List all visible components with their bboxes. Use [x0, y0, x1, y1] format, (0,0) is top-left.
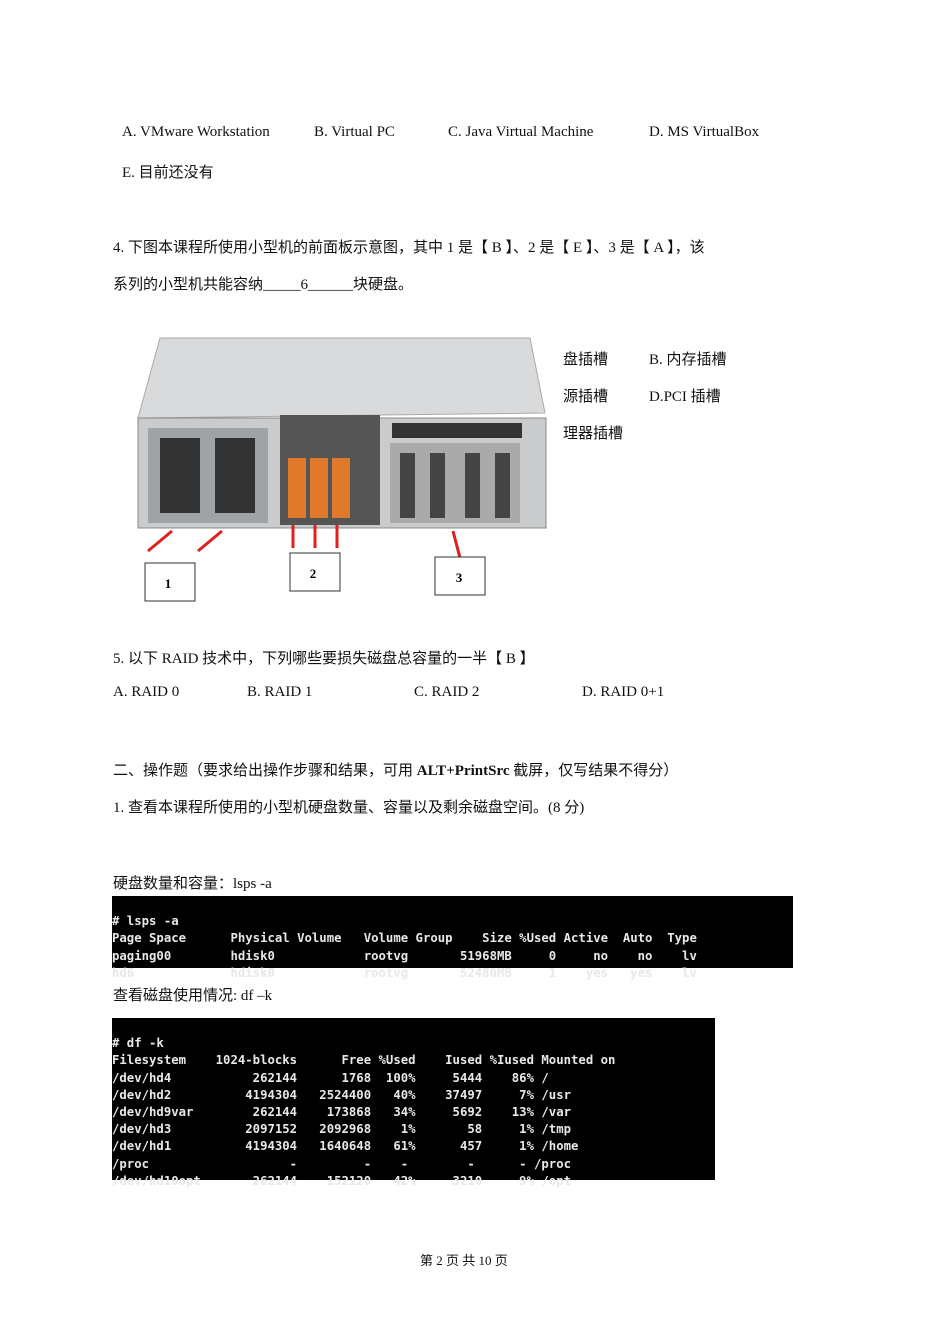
- q5-option-c: C. RAID 2: [414, 684, 480, 700]
- question-4: 4. 下图本课程所使用小型机的前面板示意图，其中 1 是【 B 】、2 是【 E…: [113, 240, 705, 256]
- q5-option-a: A. RAID 0: [113, 684, 180, 700]
- callout-label-3: 3: [456, 570, 463, 585]
- q4-option-a: 盘插槽: [563, 352, 609, 368]
- terminal-line: Filesystem 1024-blocks Free %Used Iused …: [112, 1053, 616, 1068]
- section-2-title-bold: ALT+PrintSrc: [416, 763, 510, 779]
- callout-box-1: [144, 562, 196, 602]
- terminal-line: /dev/hd10opt 262144 152120 42% 3210 9% /…: [112, 1173, 572, 1188]
- option-a: A. VMware Workstation: [122, 124, 270, 140]
- terminal-line: Page Space Physical Volume Volume Group …: [112, 931, 697, 946]
- terminal-line: /dev/hd3 2097152 2092968 1% 58 1% /tmp: [112, 1122, 572, 1137]
- terminal-line: /dev/hd9var 262144 173868 34% 5692 13% /…: [112, 1105, 572, 1120]
- terminal-line: # lsps -a: [112, 914, 179, 929]
- lsps-caption: 硬盘数量和容量：lsps -a: [113, 876, 272, 892]
- terminal-line: hd6 hdisk0 rootvg 52480MB 1 yes yes lv: [112, 965, 697, 980]
- option-c: C. Java Virtual Machine: [448, 124, 594, 140]
- section-2-title-post: 截屏，仅写结果不得分）: [509, 763, 679, 779]
- question-5: 5. 以下 RAID 技术中，下列哪些要损失磁盘总容量的一半【 B 】: [113, 651, 535, 667]
- terminal-line: /proc - - - - - /proc: [112, 1156, 572, 1171]
- callout-box-2: [289, 552, 341, 592]
- q4-option-e: 理器插槽: [563, 426, 624, 442]
- df-terminal: # df -k Filesystem 1024-blocks Free %Used…: [112, 1018, 715, 1188]
- terminal-line: /dev/hd2 4194304 2524400 40% 37497 7% /u…: [112, 1087, 572, 1102]
- option-e: E. 目前还没有: [122, 165, 214, 181]
- lsps-terminal: # lsps -a Page Space Physical Volume Volu…: [112, 896, 793, 980]
- option-d: D. MS VirtualBox: [649, 124, 760, 140]
- callout-label-2: 2: [310, 566, 317, 581]
- section-2-question-1: 1. 查看本课程所使用的小型机硬盘数量、容量以及剩余磁盘空间。(8 分): [113, 800, 585, 816]
- q5-option-d: D. RAID 0+1: [582, 684, 665, 700]
- terminal-line: /dev/hd1 4194304 1640648 61% 457 1% /hom…: [112, 1139, 579, 1154]
- terminal-line: paging00 hdisk0 rootvg 51968MB 0 no no l…: [112, 948, 697, 963]
- question-4-line2: 系列的小型机共能容纳_____6______块硬盘。: [113, 277, 414, 293]
- page-footer: 第 2 页 共 10 页: [420, 1253, 508, 1268]
- server-front-panel-image: 1 2 3: [137, 337, 547, 602]
- q4-option-d: D.PCI 插槽: [649, 389, 721, 405]
- option-b: B. Virtual PC: [314, 124, 395, 140]
- callout-label-1: 1: [165, 576, 172, 591]
- q5-option-b: B. RAID 1: [247, 684, 313, 700]
- q4-option-c: 源插槽: [563, 389, 609, 405]
- section-2-title-pre: 二、操作题（要求给出操作步骤和结果，可用: [113, 763, 417, 779]
- df-caption: 查看磁盘使用情况: df –k: [113, 988, 273, 1004]
- terminal-line: # df -k: [112, 1036, 164, 1051]
- section-2-title: 二、操作题（要求给出操作步骤和结果，可用 ALT+PrintSrc 截屏，仅写结…: [113, 759, 678, 780]
- q4-option-b: B. 内存插槽: [649, 352, 727, 368]
- terminal-line: /dev/hd4 262144 1768 100% 5444 86% /: [112, 1070, 549, 1085]
- callout-box-3: [434, 556, 486, 596]
